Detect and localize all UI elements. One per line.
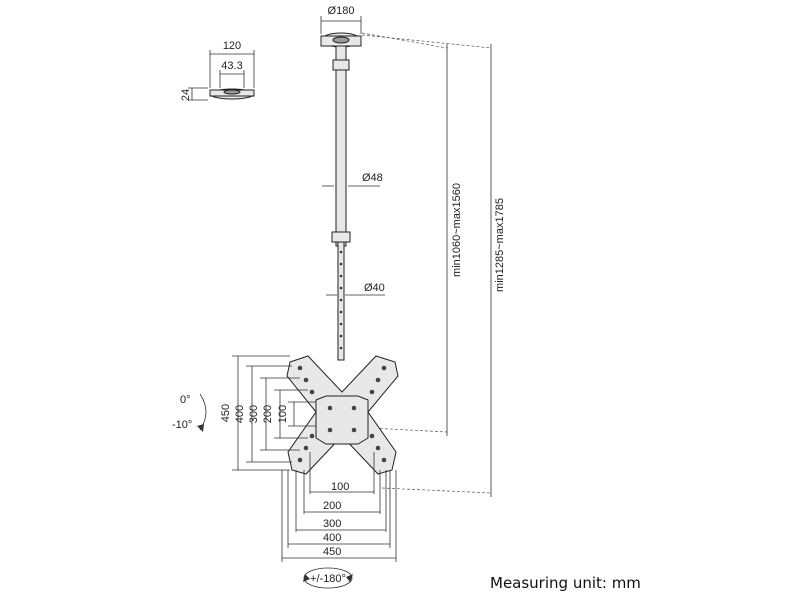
dim-height-long: min1285~max1785: [361, 34, 506, 497]
bracket-hole: [303, 377, 309, 383]
label-vesa-h100: 100: [331, 481, 349, 493]
dim-lower-pole: Ø40: [326, 282, 385, 296]
label-lower-pole: Ø40: [364, 282, 385, 294]
pole-hole: [339, 286, 343, 290]
pole: [331, 45, 351, 361]
label-vesa-v100: 100: [277, 405, 289, 423]
measuring-unit-note: Measuring unit: mm: [490, 574, 641, 592]
dim-upper-pole: Ø48: [322, 172, 383, 187]
pole-hole: [339, 310, 343, 314]
label-tilt-bottom: -10°: [172, 419, 192, 431]
pole-hole: [339, 250, 343, 254]
dim-vertical-vesa: 450 400 300 200 100: [220, 355, 316, 471]
pole-hole: [339, 346, 343, 350]
pole-hole: [339, 262, 343, 266]
bracket-hole: [369, 389, 375, 395]
bracket-hole: [351, 427, 357, 433]
bracket-hole: [327, 427, 333, 433]
bracket-hole: [381, 457, 387, 463]
bracket-hole: [351, 405, 357, 411]
bracket-hole: [369, 433, 375, 439]
label-vesa-h200: 200: [323, 500, 341, 512]
label-vesa-v300: 300: [248, 405, 260, 423]
pole-hole: [339, 322, 343, 326]
ceiling-plate: [320, 32, 362, 48]
dim-height-short: min1060~max1560: [361, 32, 463, 436]
label-vesa-v450: 450: [220, 404, 232, 422]
vesa-bracket: [286, 355, 399, 475]
bracket-hole: [327, 405, 333, 411]
bracket-hole: [303, 445, 309, 451]
bracket-hole: [309, 389, 315, 395]
base-detail: 120 43.3 24: [180, 40, 255, 101]
bracket-hole: [381, 365, 387, 371]
label-height-short: min1060~max1560: [451, 183, 463, 277]
label-upper-pole: Ø48: [362, 172, 383, 184]
pole-hole: [339, 334, 343, 338]
bracket-hole: [297, 457, 303, 463]
bracket-hole: [309, 433, 315, 439]
label-vesa-h300: 300: [323, 518, 341, 530]
dim-ceiling-plate: Ø180: [320, 5, 362, 34]
label-rotation: +/-180°: [310, 573, 346, 585]
label-vesa-v400: 400: [234, 405, 246, 423]
label-base-height: 24: [180, 89, 192, 101]
rotation-indicator: +/-180°: [303, 567, 353, 589]
pole-hole: [339, 298, 343, 302]
bracket-hole: [375, 445, 381, 451]
dim-horizontal-vesa: 100 200 300 400 450: [281, 452, 397, 562]
label-plate-diameter: Ø180: [328, 5, 355, 17]
label-vesa-h450: 450: [323, 546, 341, 558]
bracket-hole: [297, 365, 303, 371]
label-base-inner: 43.3: [221, 60, 242, 72]
bracket-hole: [375, 377, 381, 383]
label-vesa-h400: 400: [323, 532, 341, 544]
pole-hole: [339, 274, 343, 278]
label-tilt-top: 0°: [180, 394, 191, 406]
tilt-indicator: 0° -10°: [172, 393, 207, 432]
label-vesa-v200: 200: [262, 405, 274, 423]
label-base-width: 120: [223, 40, 241, 52]
label-height-long: min1285~max1785: [494, 198, 506, 292]
